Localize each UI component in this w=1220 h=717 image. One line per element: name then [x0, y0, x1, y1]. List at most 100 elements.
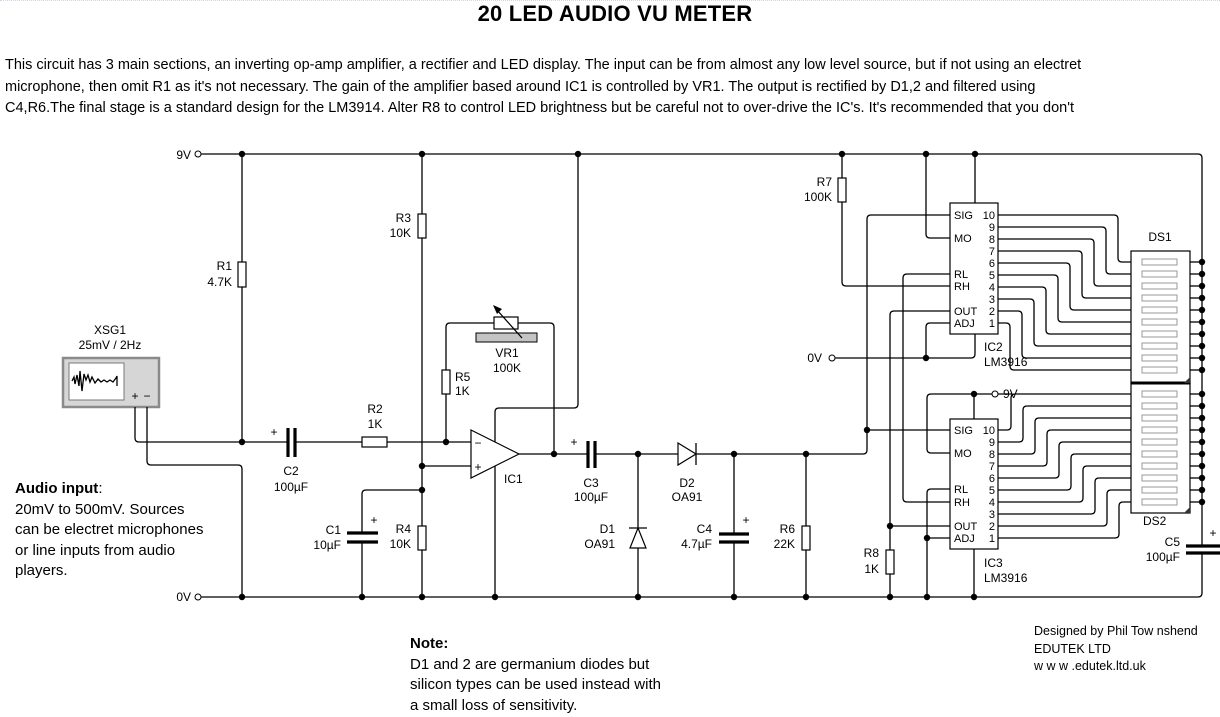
junction-dot	[923, 534, 931, 542]
ds1-anode-dot	[1198, 342, 1206, 350]
ic3-pin-adj: ADJ	[954, 533, 975, 545]
ic2-pin-sig: SIG	[954, 210, 973, 222]
d2-value: OA91	[672, 490, 703, 504]
c1-value: 10µF	[313, 538, 341, 552]
r2-value: 1K	[368, 417, 383, 431]
c2-value: 100µF	[274, 480, 308, 494]
supply-label: 9V	[176, 148, 191, 162]
ds1-anode-dot	[1198, 270, 1206, 278]
vr1-ref: VR1	[495, 346, 519, 360]
website-text: w w w .edutek.ltd.uk	[1034, 659, 1146, 674]
ds1-anode-dot	[1198, 306, 1206, 314]
r8-value: 1K	[864, 562, 879, 576]
ic3-ds2-wire	[998, 453, 1131, 491]
description-line: This circuit has 3 main sections, an inv…	[5, 57, 1082, 73]
xsg1-ref: XSG1	[94, 323, 126, 337]
junction-dot	[838, 150, 846, 158]
ds2-anode-dot	[1198, 414, 1206, 422]
bargraph-driver-ic3	[949, 418, 999, 550]
ic2-ds1-wire	[998, 238, 1131, 287]
vr1-adjust-arrow-icon	[496, 309, 523, 339]
ic2-pin-rl: RL	[954, 269, 968, 281]
ic1-noninverting-input: +	[474, 460, 481, 474]
ic3-pin-rh: RH	[954, 497, 970, 509]
ds1-led-segment	[1141, 318, 1178, 326]
ic3-ds2-wire	[998, 441, 1131, 479]
ic2-ds1-wire	[998, 274, 1131, 323]
r4-ref: R4	[396, 522, 412, 536]
diode-note: Note: D1 and 2 are germanium diodes but …	[410, 634, 661, 716]
ic3-pin-mo: MO	[954, 448, 972, 460]
ic3-pin-number: 7	[989, 461, 995, 473]
ic2-ds1-wire	[998, 226, 1131, 275]
ds1-led-segment	[1141, 366, 1178, 374]
ground-terminal	[194, 593, 202, 601]
ic3-part: LM3916	[984, 571, 1028, 585]
ds2-led-segment	[1141, 414, 1178, 422]
right-rail-lower	[1197, 553, 1203, 598]
ic2-pin-number: 1	[989, 318, 995, 330]
diode-d1	[629, 526, 647, 549]
ic2-ref: IC2	[984, 340, 1003, 354]
junction-dot	[802, 450, 810, 458]
d2-ref: D2	[679, 476, 695, 490]
ds1-anode-dot	[1198, 354, 1206, 362]
ic3-ds2-wire	[998, 417, 1131, 455]
c3-polarity: +	[570, 435, 577, 449]
note-line: D1 and 2 are germanium diodes but	[410, 655, 650, 673]
ic2-ds1-wire	[998, 322, 1131, 371]
c1-wire	[361, 489, 422, 597]
junction-dots	[238, 150, 979, 601]
c4-ref: C4	[697, 522, 713, 536]
signal-generator-xsg1	[61, 356, 161, 409]
ds2-led-segment	[1141, 462, 1178, 470]
r6-ref: R6	[780, 522, 796, 536]
r7-wire	[841, 154, 950, 287]
ic3-pin-number: 2	[989, 521, 995, 533]
ic2-ds1-wire	[998, 262, 1131, 311]
vr1-value: 100K	[493, 361, 521, 375]
junction-dot	[863, 426, 871, 434]
r2-ref: R2	[367, 402, 383, 416]
junction-dot	[491, 593, 499, 601]
resistor-r7	[837, 177, 847, 203]
c2-ref: C2	[283, 464, 299, 478]
r1-ref: R1	[217, 259, 233, 273]
r8-ref: R8	[864, 546, 880, 560]
ds1-led-segment	[1141, 282, 1178, 290]
r7-ref: R7	[817, 175, 833, 189]
ic2-pin-number: 10	[983, 210, 995, 222]
ic2-rl-to-ic3-rh-wire	[902, 273, 950, 503]
junction-dot	[418, 462, 426, 470]
ic3-supply-terminal	[991, 390, 999, 398]
resistor-r4	[417, 525, 427, 551]
audio-input-line: players.	[15, 562, 68, 580]
ds1-led-segment	[1141, 354, 1178, 362]
junction-dot	[634, 593, 642, 601]
note-heading: Note:	[410, 635, 449, 652]
resistor-r6	[801, 525, 811, 551]
ds2-led-segment	[1141, 438, 1178, 446]
junction-dot	[442, 438, 450, 446]
d1-wire	[629, 454, 647, 597]
ic2-pin-number: 7	[989, 246, 995, 258]
junction-dot	[923, 593, 931, 601]
ic2-adj-wire	[835, 322, 976, 359]
ic1-ref: IC1	[504, 472, 523, 486]
ic2-ground-label: 0V	[807, 351, 822, 365]
ds2-anode-dot	[1198, 402, 1206, 410]
xsg1-plus-terminal: +	[131, 389, 138, 403]
d1-ref: D1	[600, 522, 616, 536]
ic3-ds2-wire	[998, 429, 1131, 467]
junction-dot	[574, 150, 582, 158]
junction-dot	[971, 150, 979, 158]
junction-dot	[970, 390, 978, 398]
waveform-icon	[71, 370, 118, 392]
r7-value: 100K	[804, 190, 832, 204]
ic2-ds1-wire	[998, 214, 1131, 263]
ic2-pin-number: 8	[989, 234, 995, 246]
r3-ref: R3	[396, 211, 412, 225]
c3-ref: C3	[583, 476, 599, 490]
top-border	[0, 0, 1220, 1]
ds2-ref: DS2	[1143, 514, 1167, 528]
